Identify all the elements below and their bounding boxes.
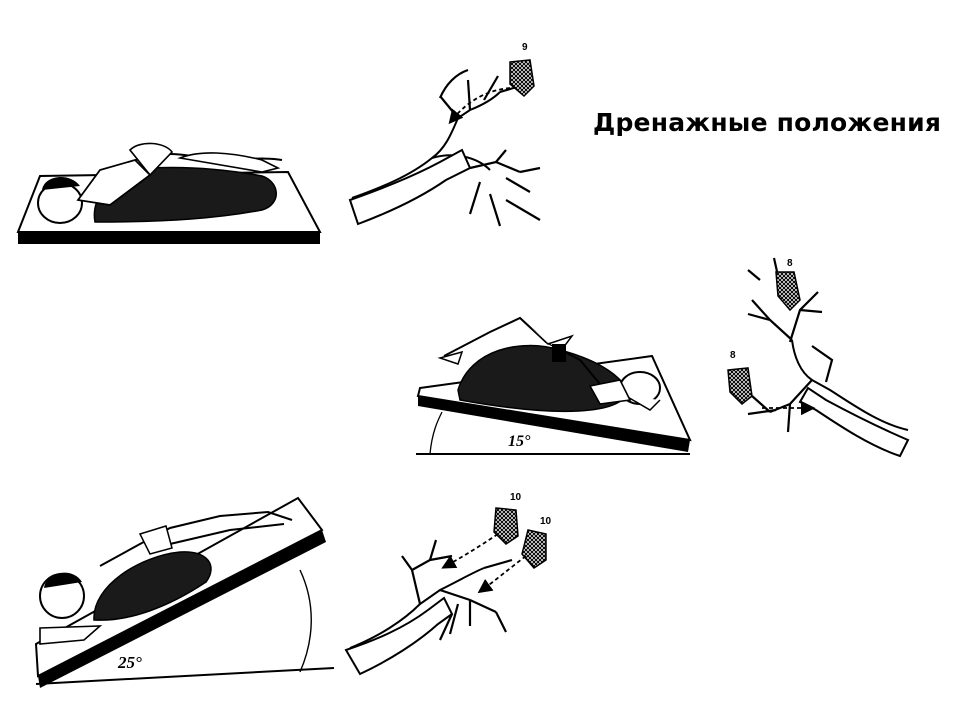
segment-label: 10 (540, 516, 552, 527)
patient-prone (39, 510, 293, 645)
bronchial-tree-2: 8 8 (727, 257, 910, 458)
angle-label-25: 25° (117, 653, 142, 672)
segment-label: 8 (730, 350, 736, 361)
bronchial-tree-1: 9 (348, 42, 541, 227)
segment-label: 10 (510, 492, 522, 503)
bronchial-tree-3: 10 10 (344, 492, 552, 676)
segment-label: 8 (787, 258, 793, 269)
page-title: Дренажные положения (593, 108, 942, 137)
patient-side-lying (37, 142, 283, 224)
patient-supine (437, 316, 661, 413)
angle-label-15: 15° (508, 433, 531, 450)
segment-label: 9 (522, 42, 528, 53)
panel-prone-tilted: 25° 10 10 (34, 492, 552, 688)
panel-side-lying: 9 (16, 42, 541, 244)
panel-supine-tilted: 15° 8 8 (416, 257, 910, 458)
